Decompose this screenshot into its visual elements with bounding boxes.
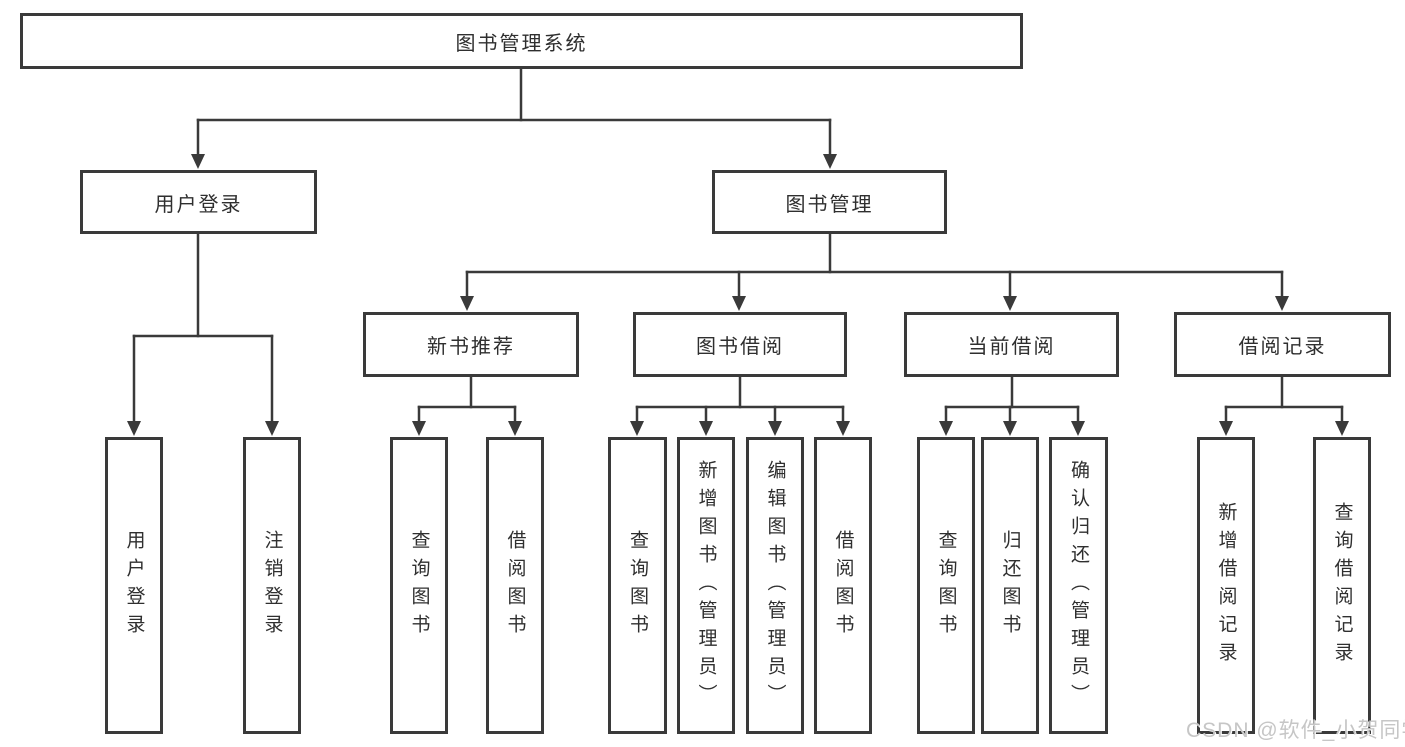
leaf-edit-books-admin: 编辑图书（管理员） xyxy=(746,437,804,734)
node-borrow-records: 借阅记录 xyxy=(1174,312,1391,377)
leaf-return-books: 归还图书 xyxy=(981,437,1039,734)
node-label: 新增借阅记录 xyxy=(1215,501,1237,670)
node-label: 归还图书 xyxy=(999,529,1021,642)
node-label: 借阅记录 xyxy=(1238,336,1327,358)
node-label: 当前借阅 xyxy=(967,336,1056,358)
node-book-borrow: 图书借阅 xyxy=(633,312,847,377)
watermark: CSDN @软件_小贺同学 xyxy=(1186,719,1405,742)
node-label: 注销登录 xyxy=(261,529,283,642)
leaf-borrow-books-newbook: 借阅图书 xyxy=(486,437,544,734)
node-label: 查询图书 xyxy=(935,529,957,642)
node-label: 确认归还（管理员） xyxy=(1068,459,1089,712)
node-label: 新书推荐 xyxy=(427,336,515,358)
node-label: 借阅图书 xyxy=(504,529,526,642)
leaf-query-books-borrow: 查询图书 xyxy=(608,437,667,734)
node-label: 查询图书 xyxy=(408,529,430,642)
node-label: 用户登录 xyxy=(123,529,145,642)
leaf-add-books-admin: 新增图书（管理员） xyxy=(677,437,735,734)
node-label: 查询借阅记录 xyxy=(1331,501,1353,670)
node-label: 借阅图书 xyxy=(832,529,854,642)
node-label: 图书借阅 xyxy=(696,336,784,358)
node-label: 编辑图书（管理员） xyxy=(764,459,786,712)
leaf-confirm-return-admin: 确认归还（管理员） xyxy=(1049,437,1108,734)
node-label: 用户登录 xyxy=(154,193,243,216)
node-label: 新增图书（管理员） xyxy=(695,459,717,712)
node-root: 图书管理系统 xyxy=(20,13,1023,69)
leaf-add-borrow-record: 新增借阅记录 xyxy=(1197,437,1255,734)
leaf-borrow-books: 借阅图书 xyxy=(814,437,872,734)
leaf-query-borrow-record: 查询借阅记录 xyxy=(1313,437,1371,734)
node-new-book-recommend: 新书推荐 xyxy=(363,312,579,377)
leaf-query-books-current: 查询图书 xyxy=(917,437,975,734)
node-book-management: 图书管理 xyxy=(712,170,947,234)
node-label: 图书管理系统 xyxy=(455,32,588,55)
node-user-login: 用户登录 xyxy=(80,170,317,234)
leaf-query-books-newbook: 查询图书 xyxy=(390,437,448,734)
node-label: 图书管理 xyxy=(785,193,874,216)
node-current-borrow: 当前借阅 xyxy=(904,312,1119,377)
leaf-user-login: 用户登录 xyxy=(105,437,163,734)
leaf-logout-login: 注销登录 xyxy=(243,437,301,734)
node-label: 查询图书 xyxy=(627,529,648,642)
